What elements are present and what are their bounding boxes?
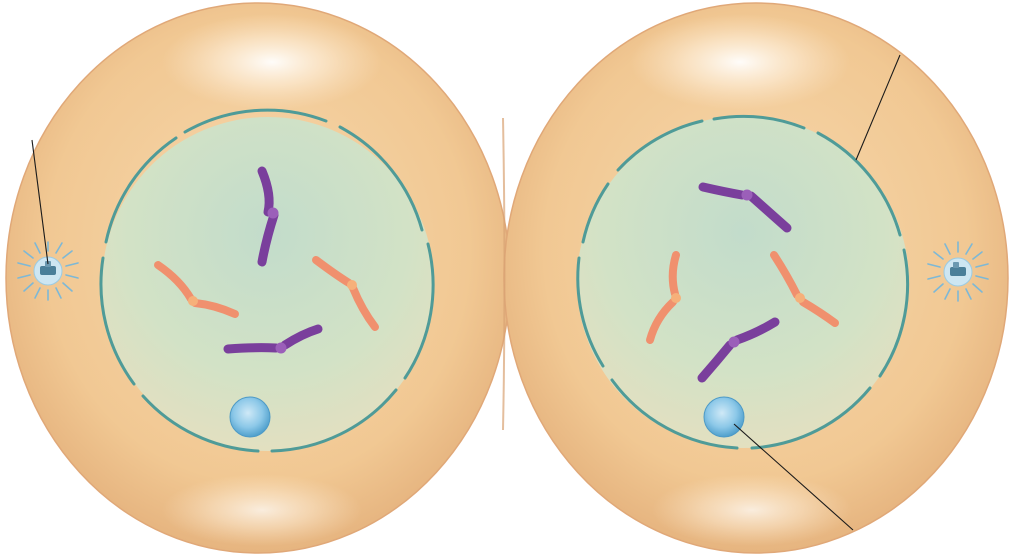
right-nuclear-envelope bbox=[576, 114, 910, 450]
right-centrosome bbox=[927, 241, 989, 302]
left-nucleolus bbox=[229, 396, 271, 438]
leader-lines bbox=[31, 54, 901, 531]
leader-line-nucleolus bbox=[733, 423, 854, 531]
left-chromosomes bbox=[154, 166, 379, 354]
left-cell bbox=[5, 2, 511, 554]
left-nucleus bbox=[102, 117, 434, 451]
left-bottom-highlight bbox=[162, 474, 362, 546]
left-chromosome-2 bbox=[154, 261, 239, 318]
left-chromosome-3 bbox=[312, 256, 379, 331]
leader-line-nuclear-envelope bbox=[855, 54, 901, 161]
right-chromosome-2 bbox=[646, 251, 681, 344]
right-cell bbox=[503, 2, 1009, 554]
left-top-highlight bbox=[162, 14, 382, 110]
leader-line-centrosome bbox=[31, 139, 49, 265]
right-chromosomes bbox=[646, 182, 839, 383]
right-chromosome-3 bbox=[770, 251, 839, 327]
left-centrosome bbox=[17, 241, 79, 301]
right-chromosome-4 bbox=[697, 317, 780, 383]
right-top-highlight bbox=[630, 14, 850, 110]
left-chromosome-1 bbox=[257, 166, 279, 267]
right-bottom-highlight bbox=[652, 474, 852, 546]
right-nucleolus bbox=[703, 396, 745, 438]
left-chromosome-4 bbox=[223, 324, 323, 354]
cleavage-furrow bbox=[502, 117, 506, 431]
right-chromosome-1 bbox=[698, 182, 792, 233]
right-nucleus bbox=[577, 116, 909, 448]
left-nuclear-envelope bbox=[99, 108, 435, 453]
